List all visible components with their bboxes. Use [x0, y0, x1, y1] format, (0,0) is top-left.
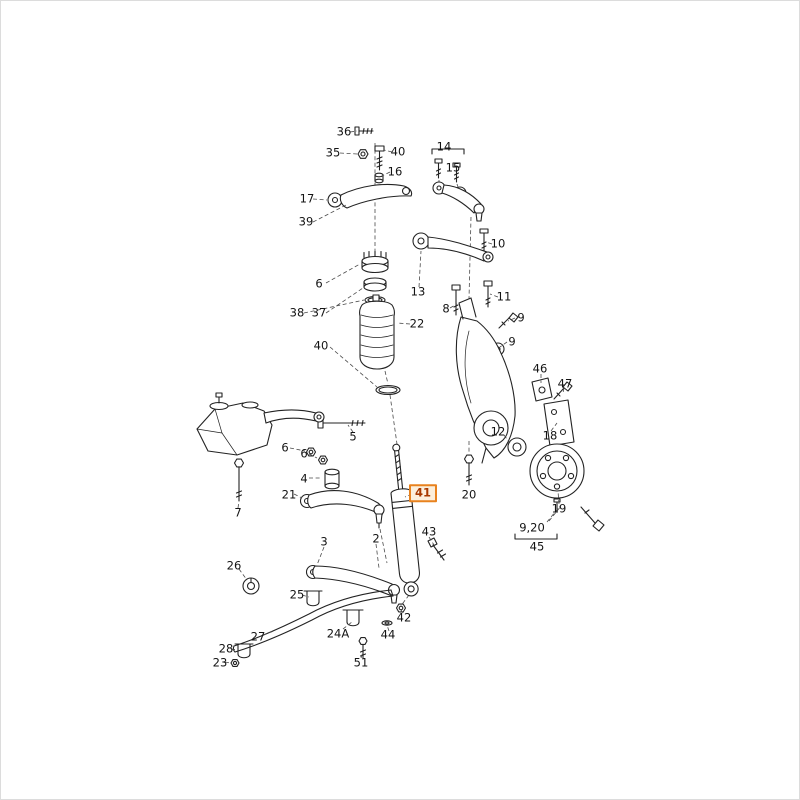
part-label-22[interactable]: 22	[409, 316, 425, 331]
nut-icon	[305, 447, 317, 457]
stud-icon	[553, 498, 561, 513]
part-label-35[interactable]: 35	[325, 145, 341, 160]
part-label-25[interactable]: 25	[289, 587, 305, 602]
bolt-icon	[233, 458, 245, 502]
wheel-hub-bearing	[529, 443, 585, 499]
bolt-icon	[434, 158, 443, 179]
bracket-plate	[531, 377, 553, 402]
part-label-16[interactable]: 16	[387, 164, 403, 179]
upper-control-arm-rear	[432, 181, 485, 222]
part-label-9-20[interactable]: 9,20	[519, 520, 545, 535]
part-label-12[interactable]: 12	[490, 424, 506, 439]
bolt-icon	[553, 381, 573, 400]
lower-control-arm-front	[299, 490, 385, 529]
bushing-icon	[507, 437, 527, 457]
bracket-45	[514, 533, 558, 540]
part-label-27[interactable]: 27	[250, 629, 266, 644]
stud-icon	[374, 172, 384, 184]
bolt-icon	[498, 312, 519, 329]
bracket-14	[431, 148, 465, 155]
part-label-39[interactable]: 39	[298, 214, 314, 229]
part-label-2[interactable]: 2	[372, 531, 380, 546]
part-label-19[interactable]: 19	[551, 501, 567, 516]
part-label-26[interactable]: 26	[226, 558, 242, 573]
part-label-9[interactable]: 9	[508, 334, 516, 349]
part-label-43[interactable]: 43	[421, 524, 437, 539]
air-spring-bellows	[359, 294, 395, 370]
part-label-3[interactable]: 3	[320, 534, 328, 549]
subframe-console	[196, 392, 325, 456]
stabilizer-clamp	[342, 609, 364, 627]
part-label-44[interactable]: 44	[380, 627, 396, 642]
upper-link-arm	[412, 232, 494, 263]
part-label-24A[interactable]: 24A	[326, 626, 350, 641]
stabilizer-bar	[232, 589, 394, 653]
part-label-5[interactable]: 5	[349, 429, 357, 444]
part-label-28[interactable]: 28	[218, 641, 234, 656]
part-label-36[interactable]: 36	[336, 124, 352, 139]
spring-cap-rings	[361, 250, 389, 292]
part-label-13[interactable]: 13	[410, 284, 426, 299]
bushing-icon	[324, 468, 340, 490]
bolt-icon	[317, 417, 366, 429]
part-label-38[interactable]: 38	[289, 305, 305, 320]
part-label-40[interactable]: 40	[313, 338, 329, 353]
bolt-icon	[427, 537, 447, 561]
part-label-47[interactable]: 47	[557, 376, 573, 391]
part-label-42[interactable]: 42	[396, 610, 412, 625]
bolt-icon	[483, 280, 493, 308]
part-label-51[interactable]: 51	[353, 655, 369, 670]
bolt-icon	[463, 454, 475, 486]
part-label-7[interactable]: 7	[234, 505, 242, 520]
stabilizer-clamp	[303, 590, 323, 607]
part-label-15[interactable]: 15	[445, 160, 461, 175]
part-label-18[interactable]: 18	[542, 428, 558, 443]
o-ring-icon	[375, 384, 401, 396]
bolt-icon	[451, 284, 461, 316]
bolt-icon	[479, 228, 489, 252]
part-label-4[interactable]: 4	[300, 471, 308, 486]
part-label-14[interactable]: 14	[436, 139, 452, 154]
part-label-11[interactable]: 11	[496, 289, 512, 304]
stabilizer-bushing	[242, 577, 260, 595]
part-label-20[interactable]: 20	[461, 487, 477, 502]
part-label-46[interactable]: 46	[532, 361, 548, 376]
bolt-icon	[580, 506, 605, 532]
nut-icon	[357, 149, 369, 159]
bolt-icon	[374, 145, 385, 171]
part-label-40[interactable]: 40	[390, 144, 406, 159]
part-label-17[interactable]: 17	[299, 191, 315, 206]
shock-absorber	[390, 443, 420, 597]
leader-lines	[224, 130, 565, 664]
bracket-plate	[543, 399, 575, 447]
part-label-6[interactable]: 6	[300, 446, 308, 461]
nut-icon	[230, 658, 240, 668]
lower-control-arm-rear	[305, 564, 401, 604]
washer-icon	[381, 620, 393, 626]
part-label-45[interactable]: 45	[529, 539, 545, 554]
stabilizer-clamp	[234, 643, 254, 659]
part-label-41[interactable]: 41	[408, 484, 438, 502]
bolt-icon	[358, 636, 368, 659]
part-label-8[interactable]: 8	[442, 301, 450, 316]
bolt-icon	[452, 162, 461, 183]
part-label-37[interactable]: 37	[311, 305, 327, 320]
nut-icon	[317, 455, 329, 465]
part-label-6[interactable]: 6	[281, 440, 289, 455]
part-label-23[interactable]: 23	[212, 655, 228, 670]
part-label-10[interactable]: 10	[490, 236, 506, 251]
part-label-21[interactable]: 21	[281, 487, 297, 502]
part-label-6[interactable]: 6	[315, 276, 323, 291]
part-label-9[interactable]: 9	[517, 310, 525, 325]
nut-icon	[395, 603, 407, 613]
steering-knuckle	[455, 297, 516, 464]
